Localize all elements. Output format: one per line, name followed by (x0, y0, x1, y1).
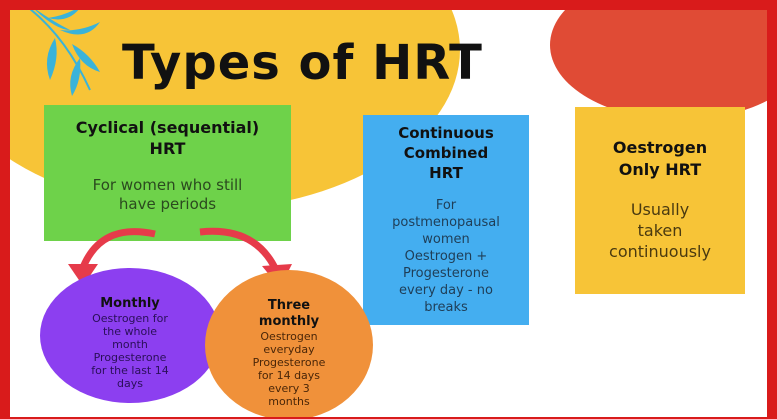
monthly-desc-line5: for the last 14 (91, 364, 169, 377)
continuous-desc-line4: Oestrogen + (404, 249, 488, 264)
continuous-heading-line3: HRT (429, 164, 463, 182)
continuous-heading-line1: Continuous (398, 124, 494, 142)
oestrogen-heading-line2: Only HRT (618, 160, 702, 179)
monthly-desc-line2: the whole (102, 325, 158, 338)
oestrogen-description: Usually taken continuously (575, 199, 745, 262)
continuous-desc-line5: Progesterone (403, 266, 489, 281)
three-monthly-heading-line1: Three (267, 298, 311, 313)
continuous-desc-line2: postmenopausal (392, 215, 500, 230)
monthly-desc-line6: days (117, 377, 143, 390)
monthly-circle: Monthly Oestrogen for the whole month Pr… (40, 268, 220, 403)
cyclical-heading: Cyclical (sequential) HRT (44, 117, 291, 159)
cyclical-heading-line2: HRT (149, 139, 186, 158)
continuous-desc-line7: breaks (424, 300, 468, 315)
oestrogen-heading: Oestrogen Only HRT (575, 137, 745, 181)
oestrogen-heading-line1: Oestrogen (612, 138, 708, 157)
monthly-heading: Monthly (100, 296, 160, 311)
red-background-blob (550, 10, 767, 120)
three-monthly-desc-line3: Progesterone (252, 356, 326, 369)
monthly-desc-line1: Oestrogen for (92, 312, 168, 325)
continuous-heading: Continuous Combined HRT (363, 123, 529, 183)
three-monthly-desc-line2: everyday (263, 343, 315, 356)
cyclical-desc-line1: For women who still (92, 176, 243, 194)
continuous-desc-line6: every day - no (399, 283, 493, 298)
three-monthly-heading-line2: monthly (258, 314, 320, 329)
monthly-desc-line3: month (112, 338, 148, 351)
three-monthly-heading: Three monthly (205, 298, 373, 330)
three-monthly-desc-line4: for 14 days (257, 369, 321, 382)
three-monthly-desc-line6: months (268, 395, 310, 408)
three-monthly-circle: Three monthly Oestrogen everyday Progest… (205, 270, 373, 417)
cyclical-description: For women who still have periods (44, 176, 291, 214)
continuous-description: For postmenopausal women Oestrogen + Pro… (363, 197, 529, 316)
curved-arrow-left-icon (68, 228, 156, 286)
three-monthly-description: Oestrogen everyday Progesterone for 14 d… (205, 330, 373, 408)
oestrogen-desc-line3: continuously (609, 242, 711, 261)
oestrogen-desc-line1: Usually (630, 200, 690, 219)
continuous-heading-line2: Combined (403, 144, 489, 162)
page-title: Types of HRT (122, 35, 483, 91)
leaf-branch-icon (29, 10, 100, 96)
continuous-desc-line3: women (422, 232, 470, 247)
continuous-combined-hrt-box: Continuous Combined HRT For postmenopaus… (363, 115, 529, 325)
cyclical-hrt-box: Cyclical (sequential) HRT For women who … (44, 105, 291, 241)
continuous-desc-line1: For (435, 198, 457, 213)
poster-canvas: Types of HRT Cyclical (sequential) HRT F… (10, 10, 767, 417)
monthly-description: Oestrogen for the whole month Progestero… (40, 312, 220, 390)
oestrogen-desc-line2: taken (637, 221, 683, 240)
oestrogen-only-hrt-box: Oestrogen Only HRT Usually taken continu… (575, 107, 745, 294)
cyclical-desc-line2: have periods (118, 195, 217, 213)
monthly-desc-line4: Progesterone (93, 351, 167, 364)
cyclical-heading-line1: Cyclical (sequential) (75, 118, 260, 137)
three-monthly-desc-line1: Oestrogen (260, 330, 318, 343)
three-monthly-desc-line5: every 3 (268, 382, 310, 395)
